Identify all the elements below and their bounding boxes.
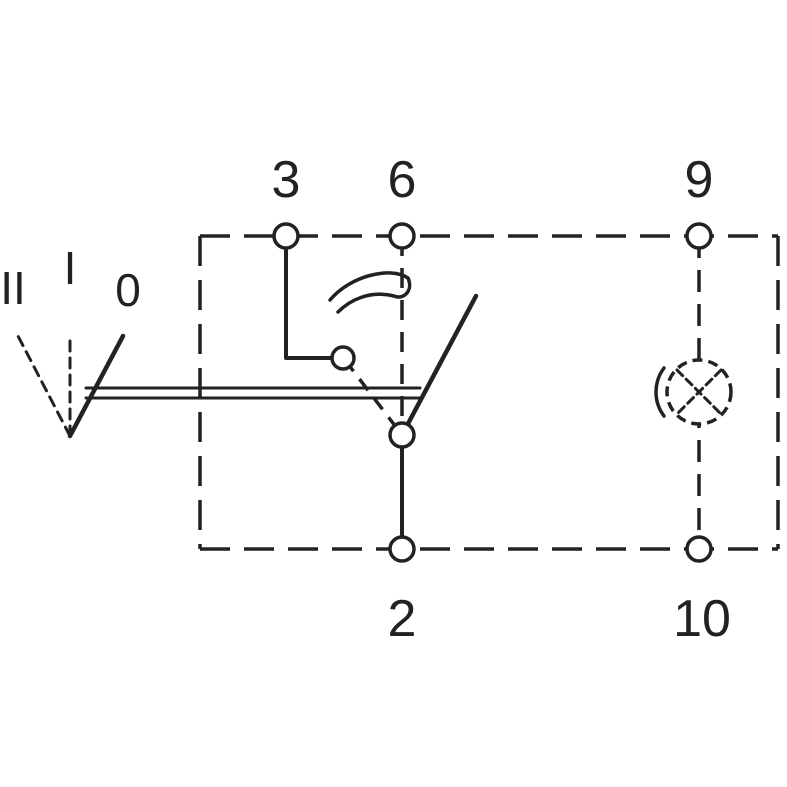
terminal-10-label: 10 <box>673 590 731 648</box>
terminal-3-wire <box>284 234 344 360</box>
terminal-10-dot <box>685 535 713 563</box>
switch-lever-icon <box>399 293 479 438</box>
position-1-label: I <box>64 242 77 294</box>
bridge-contact-icon <box>328 271 412 314</box>
terminal-2-label: 2 <box>388 590 417 648</box>
position-2-label: II <box>0 262 26 314</box>
contact-3-dot <box>330 345 356 371</box>
lamp-icon <box>654 358 733 426</box>
terminal-dots <box>272 222 713 563</box>
terminal-6-dashed-link <box>343 236 404 437</box>
terminal-6-dot <box>388 222 416 250</box>
terminal-2-dot <box>388 535 416 563</box>
terminal-3-label: 3 <box>272 151 301 209</box>
position-0-label: 0 <box>115 264 141 316</box>
terminal-3-dot <box>272 222 300 250</box>
terminal-6-label: 6 <box>388 151 417 209</box>
rocker-handle <box>67 333 126 439</box>
pivot-dot <box>388 421 416 449</box>
actuator-linkage <box>84 386 422 400</box>
terminal-9-dot <box>685 222 713 250</box>
terminal-9-label: 9 <box>685 151 714 209</box>
position-indicators <box>16 334 72 438</box>
